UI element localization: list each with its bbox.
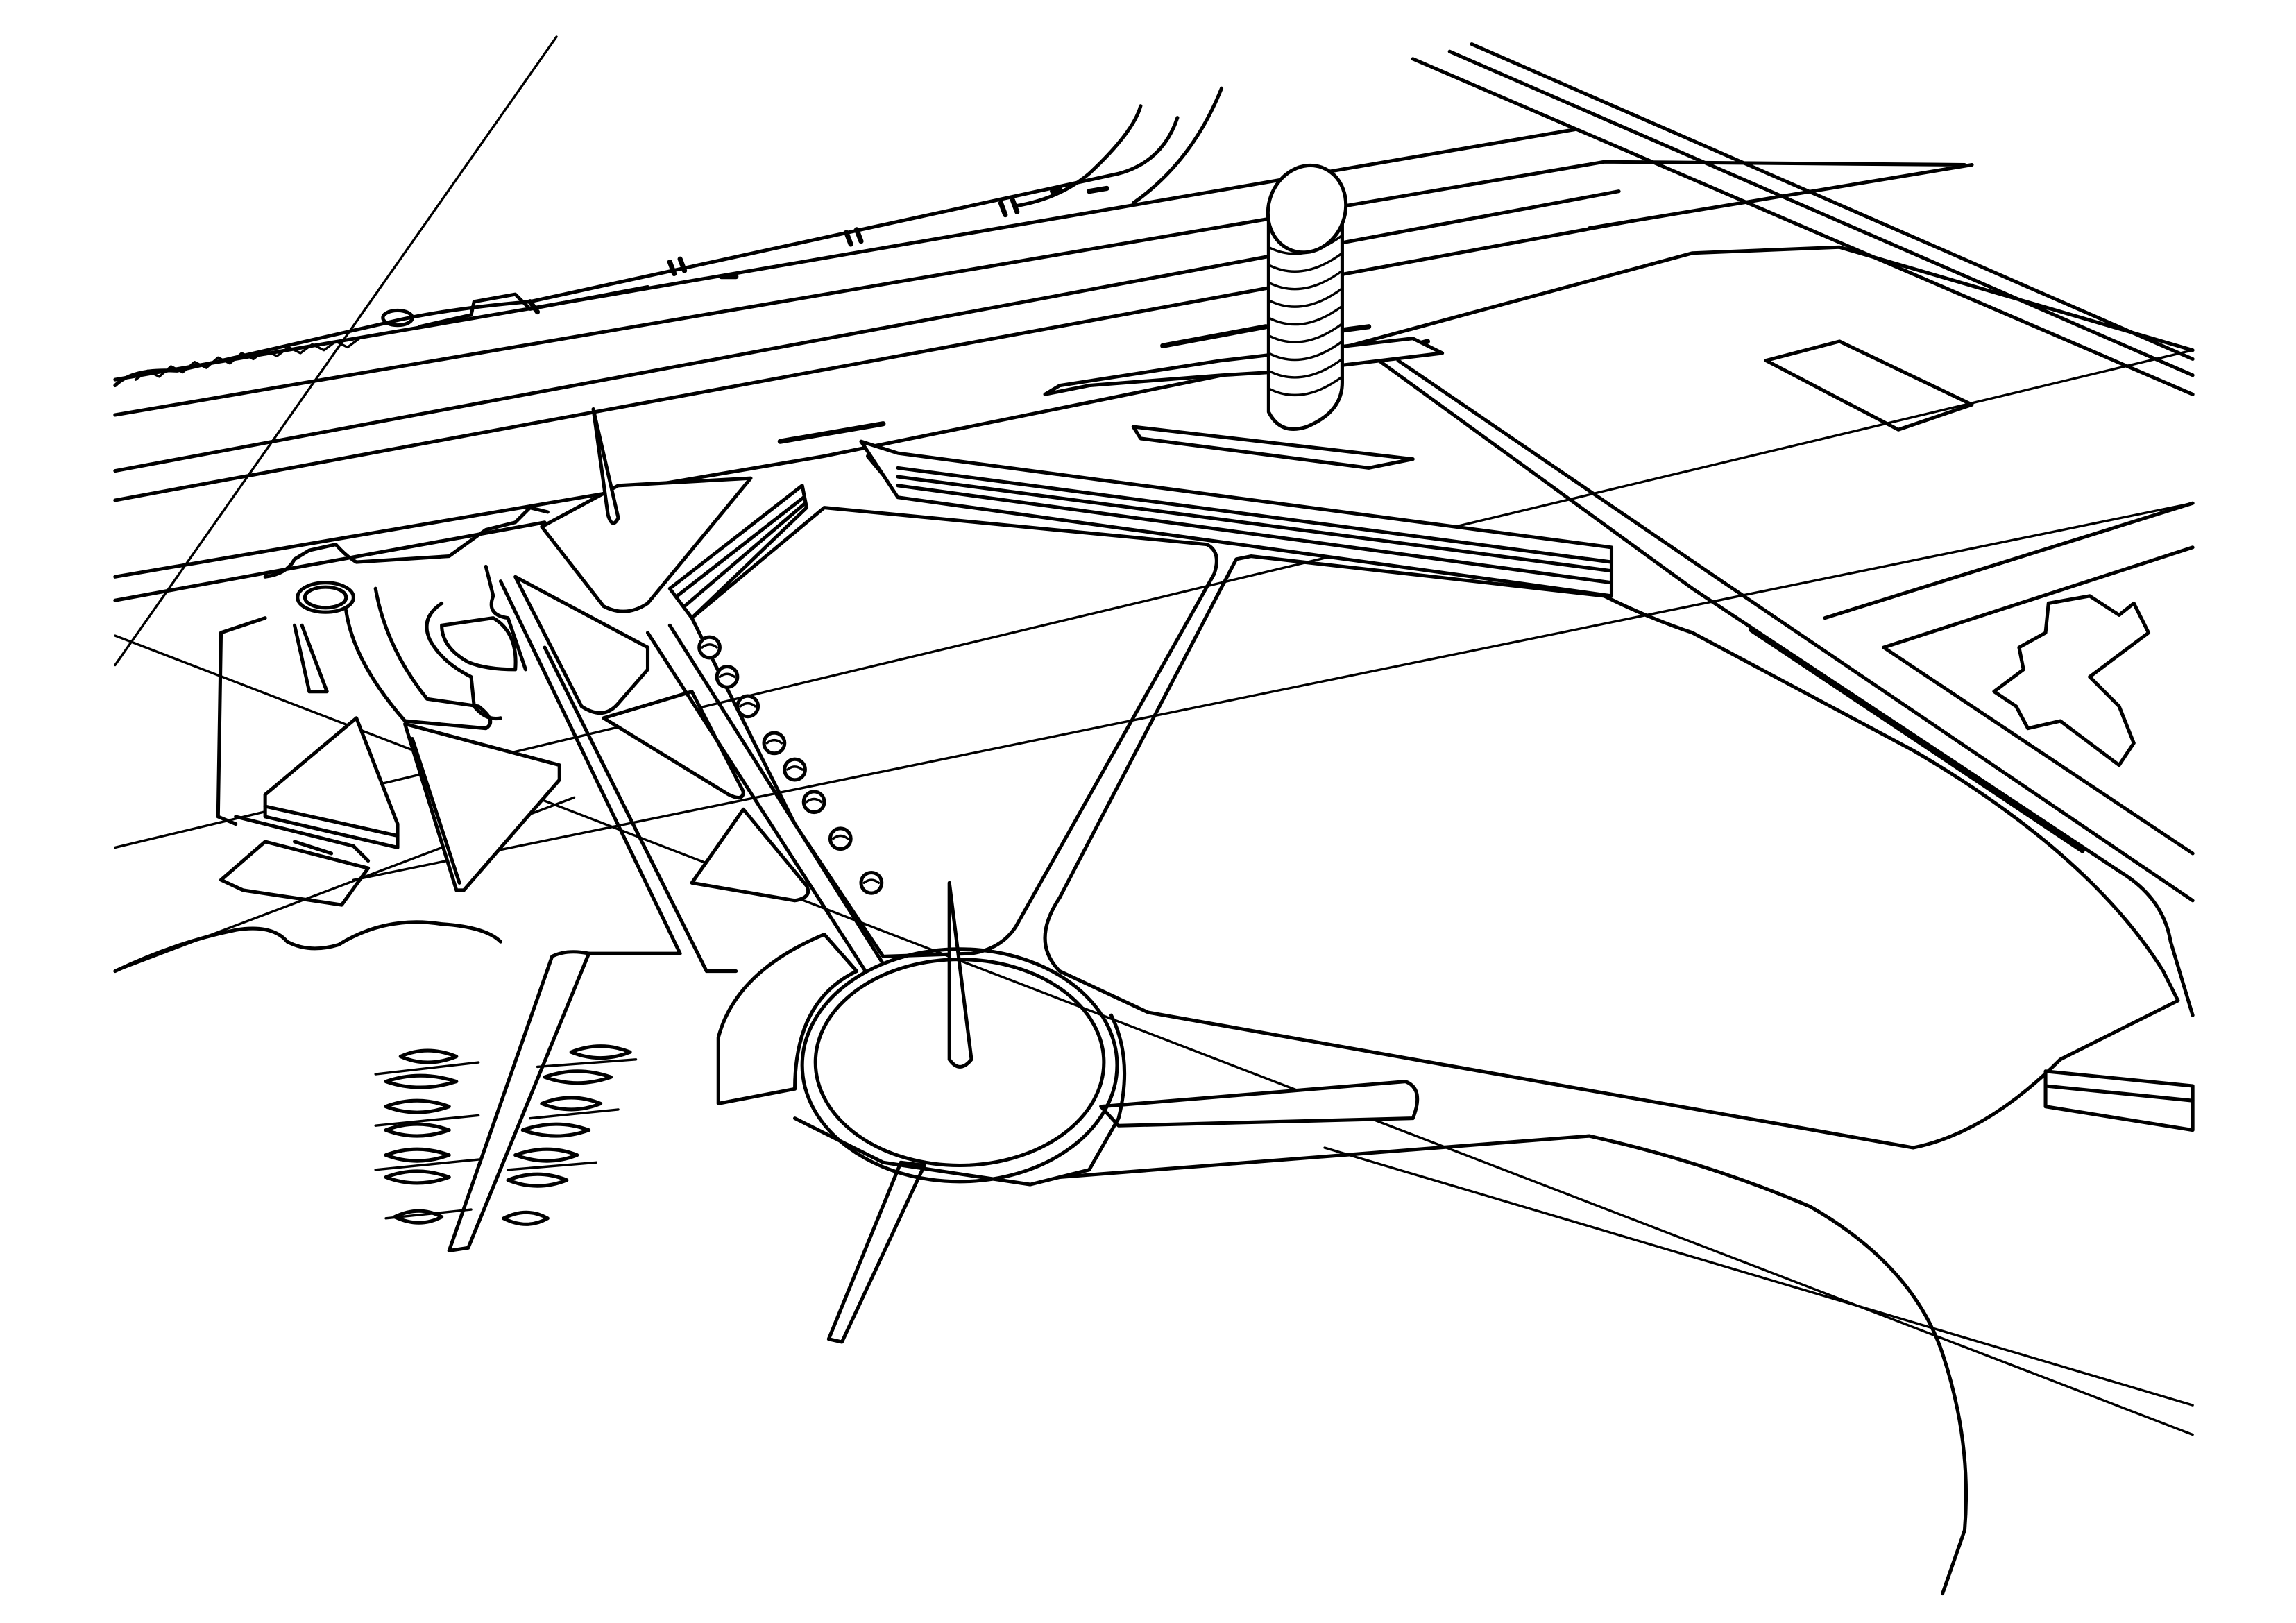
boat-icon — [520, 1122, 591, 1138]
boat-icon — [384, 1122, 451, 1138]
tree-icon — [762, 731, 787, 756]
boat-icon — [384, 1098, 451, 1114]
boulevard-edge — [113, 245, 2195, 579]
roundabout-small — [296, 581, 355, 614]
triangle-slab-diagonal — [667, 484, 809, 620]
triangle-buildings — [263, 476, 809, 892]
upper-right-plots — [1764, 339, 2151, 767]
jetty-line — [374, 1058, 638, 1220]
boat-icon — [384, 1169, 451, 1185]
shoreline — [113, 920, 1968, 1596]
avenue-edge — [1447, 49, 2195, 377]
boat-icon — [502, 1210, 550, 1226]
promenade-edge — [498, 579, 682, 955]
boat-icon — [506, 1172, 569, 1188]
verge-ellipse — [381, 308, 414, 328]
long-slab-building — [859, 439, 1614, 598]
triangle-building-south — [403, 722, 561, 892]
ribbon-block — [690, 807, 810, 903]
needle-south — [826, 1160, 926, 1344]
tree-icon — [735, 694, 760, 719]
verge-pattern — [134, 337, 361, 381]
triangle-building-north — [540, 476, 753, 613]
promenade-edge — [667, 623, 885, 966]
central-block — [690, 506, 2180, 1150]
slab-building-north — [1131, 425, 1415, 470]
boulevard-edge — [113, 219, 1635, 502]
avenue-edge — [1823, 501, 2195, 856]
ribbon-block — [602, 690, 745, 800]
slab-building-east — [2043, 1069, 2195, 1132]
boat-icon — [384, 1073, 459, 1089]
avenue-edge — [1367, 351, 2195, 1017]
tree-row — [697, 635, 884, 895]
needle-plaza — [947, 881, 973, 1069]
tree-icon — [783, 757, 807, 782]
ribbon-blocks — [513, 575, 1420, 1128]
ribbon-block-long — [1099, 1080, 1420, 1128]
tree-icon — [715, 665, 740, 689]
boat-icon — [540, 1096, 603, 1112]
north-verge — [113, 116, 1180, 388]
central-plaza — [793, 947, 1127, 1187]
verge-notch — [418, 284, 650, 329]
plot-rectangle — [1764, 339, 1974, 432]
diagonal-avenue — [1367, 42, 2195, 1017]
block-outline — [690, 506, 1218, 958]
tree-icon — [801, 790, 826, 815]
boat-icon — [398, 1048, 459, 1064]
shore-line — [113, 920, 502, 974]
promenade-edge — [543, 645, 738, 974]
boat-icon — [569, 1044, 632, 1060]
construction-line — [114, 35, 558, 667]
tree-icon — [828, 826, 853, 851]
promenade-edge — [645, 631, 867, 974]
ribbon-block — [513, 575, 650, 715]
avenue-edge — [1470, 42, 2195, 361]
boat-icon — [513, 1147, 579, 1163]
boat-icon — [384, 1147, 451, 1163]
north-verge — [1131, 86, 1224, 205]
needle-southwest — [447, 950, 591, 1253]
avenue-edge — [1411, 57, 2195, 396]
boat-icon — [543, 1069, 613, 1085]
boulevard-edge — [113, 520, 547, 602]
plaza-outer-ring — [800, 947, 1119, 1184]
west-paths — [216, 506, 885, 974]
plaza-inner-ring — [813, 958, 1106, 1168]
roundabout-small-inner — [303, 585, 348, 610]
plot-rectangle — [219, 840, 371, 907]
needle-monuments — [447, 407, 973, 1344]
needle-north — [591, 407, 620, 525]
shore-line — [1057, 1134, 1968, 1596]
boulevard-edge — [113, 160, 1966, 417]
stepped-building — [1992, 594, 2151, 767]
jetty-boats — [374, 1044, 638, 1226]
slab-building-small — [1043, 337, 1445, 396]
oval-tower — [1266, 163, 1348, 431]
construction-line — [352, 502, 2194, 881]
tree-icon — [697, 635, 722, 660]
ribbon-block — [716, 933, 859, 1105]
north-verge — [1014, 104, 1143, 208]
avenue-edge — [1396, 358, 2195, 903]
tower-floors — [1267, 234, 1344, 397]
block-outline — [1043, 554, 2180, 1150]
tower-roof — [1266, 163, 1348, 255]
tree-icon — [859, 870, 884, 895]
boulevard-edge — [113, 189, 1621, 473]
